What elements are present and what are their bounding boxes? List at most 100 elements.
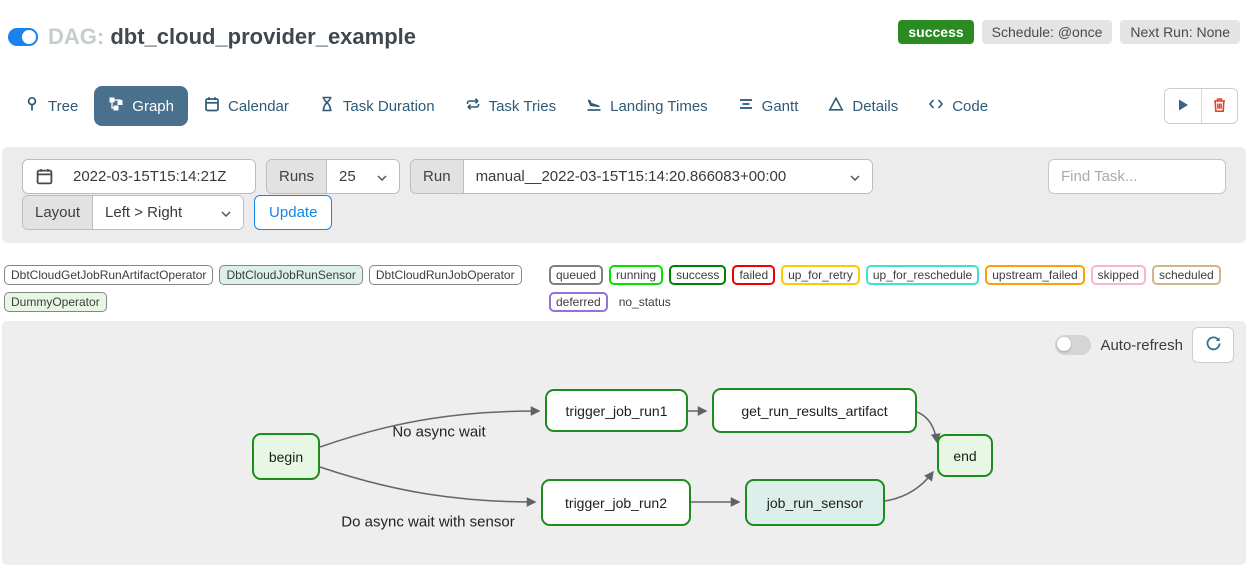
- status-legend-badge: up_for_retry: [781, 265, 860, 285]
- edge-get_run_results_artifact-to-end: [916, 411, 941, 444]
- chevron-down-icon: [377, 168, 387, 185]
- dag-run-group: Run manual__2022-03-15T15:14:20.866083+0…: [410, 159, 873, 194]
- status-legend-badge: queued: [549, 265, 604, 285]
- num-runs-value: 25: [339, 168, 356, 185]
- task-node-trigger_job_run1[interactable]: trigger_job_run1: [545, 389, 688, 432]
- repeat-icon: [465, 96, 481, 116]
- dag-run-select[interactable]: manual__2022-03-15T15:14:20.866083+00:00: [463, 160, 872, 193]
- tab-label: Landing Times: [610, 97, 708, 115]
- tab-label: Task Tries: [488, 97, 557, 115]
- status-legend-badge: running: [609, 265, 664, 285]
- graph-edges: [319, 406, 941, 507]
- code-icon: [928, 96, 944, 116]
- dag-actions: [1164, 88, 1238, 124]
- calendar-icon: [204, 96, 220, 116]
- graph-icon: [108, 96, 124, 116]
- run-label: Run: [411, 160, 464, 193]
- auto-refresh-controls: Auto-refresh: [1055, 327, 1234, 363]
- status-legend-badge: up_for_reschedule: [865, 265, 980, 285]
- calendar-picker-icon[interactable]: [23, 160, 63, 193]
- auto-refresh-label: Auto-refresh: [1100, 336, 1183, 354]
- tab-gantt[interactable]: Gantt: [724, 86, 813, 126]
- toggle-knob: [22, 30, 36, 44]
- task-node-trigger_job_run2[interactable]: trigger_job_run2: [541, 479, 691, 526]
- tab-landing-times[interactable]: Landing Times: [572, 86, 722, 126]
- status-legend-badge: upstream_failed: [985, 265, 1085, 285]
- filter-panel: Runs 25 Run manual__2022-03-15T15:14:20.…: [2, 147, 1246, 243]
- num-runs-select[interactable]: 25: [327, 160, 400, 193]
- chevron-down-icon: [221, 204, 231, 221]
- status-legend-badge: success: [669, 265, 727, 285]
- tab-label: Calendar: [228, 97, 289, 115]
- schedule-badge: Schedule: @once: [981, 20, 1113, 44]
- edge-label: No async wait: [392, 423, 486, 441]
- dag-status-badge[interactable]: success: [898, 20, 974, 44]
- layout-value: Left > Right: [105, 204, 183, 221]
- tab-tree[interactable]: Tree: [10, 86, 92, 126]
- triangle-icon: [828, 96, 844, 116]
- task-node-job_run_sensor[interactable]: job_run_sensor: [745, 479, 885, 526]
- tree-icon: [24, 96, 40, 116]
- tab-task-duration[interactable]: Task Duration: [305, 86, 449, 126]
- dag-header: DAG: dbt_cloud_provider_example success …: [0, 0, 1248, 58]
- tab-label: Details: [852, 97, 899, 115]
- operator-legend-badge: DummyOperator: [4, 292, 107, 312]
- tab-code[interactable]: Code: [914, 86, 1002, 126]
- next-run-badge: Next Run: None: [1120, 20, 1240, 44]
- dag-name: dbt_cloud_provider_example: [110, 24, 416, 49]
- edge-begin-to-trigger_job_run1: [319, 406, 541, 448]
- gantt-icon: [738, 96, 754, 116]
- tab-calendar[interactable]: Calendar: [190, 86, 303, 126]
- auto-refresh-toggle[interactable]: [1055, 335, 1092, 355]
- tab-details[interactable]: Details: [814, 86, 912, 126]
- status-legend-badge: scheduled: [1152, 265, 1221, 285]
- tab-task-tries[interactable]: Task Tries: [451, 86, 571, 126]
- num-runs-group: Runs 25: [266, 159, 401, 194]
- tab-label: Tree: [48, 97, 79, 115]
- toggle-knob: [1057, 337, 1072, 351]
- status-legend-badge: skipped: [1090, 265, 1146, 285]
- base-date-group: [22, 159, 256, 194]
- dag-prefix-label: DAG:: [48, 24, 105, 49]
- refresh-button[interactable]: [1192, 327, 1234, 363]
- tab-label: Code: [952, 97, 989, 115]
- dag-pause-toggle[interactable]: [8, 28, 38, 46]
- operator-legend-badge: DbtCloudJobRunSensor: [219, 265, 363, 285]
- edge-label: Do async wait with sensor: [341, 513, 515, 531]
- layout-label: Layout: [23, 196, 94, 229]
- tab-label: Task Duration: [342, 97, 435, 115]
- task-node-begin[interactable]: begin: [252, 433, 320, 480]
- update-button[interactable]: Update: [254, 195, 333, 230]
- layout-select[interactable]: Left > Right: [93, 196, 244, 229]
- status-legend-badge: no_status: [618, 295, 671, 309]
- status-legend-badge: failed: [732, 265, 776, 285]
- operator-legend-badge: DbtCloudGetJobRunArtifactOperator: [4, 265, 214, 285]
- tab-graph[interactable]: Graph: [94, 86, 188, 126]
- view-tabs: Tree Graph Calendar Task Duration Task T…: [0, 86, 1248, 126]
- task-node-end[interactable]: end: [937, 434, 993, 477]
- find-task-input[interactable]: [1048, 159, 1226, 194]
- base-date-input[interactable]: [63, 160, 255, 193]
- play-icon: [1176, 98, 1190, 115]
- status-legend-badge: deferred: [549, 292, 608, 312]
- plane-landing-icon: [586, 96, 602, 116]
- trash-icon: [1212, 97, 1227, 116]
- edge-begin-to-trigger_job_run2: [319, 466, 537, 507]
- trigger-dag-button[interactable]: [1165, 89, 1201, 123]
- tab-label: Gantt: [761, 97, 799, 115]
- edge-job_run_sensor-to-end: [884, 470, 934, 502]
- operator-legend-badge: DbtCloudRunJobOperator: [368, 265, 522, 285]
- tab-label: Graph: [132, 97, 174, 115]
- delete-dag-button[interactable]: [1201, 89, 1237, 123]
- page-title: DAG: dbt_cloud_provider_example: [48, 24, 416, 50]
- layout-group: Layout Left > Right: [22, 195, 245, 230]
- task-node-get_run_results_artifact[interactable]: get_run_results_artifact: [712, 388, 917, 433]
- graph-panel: begin trigger_job_run1 get_run_results_art…: [2, 321, 1246, 565]
- chevron-down-icon: [850, 168, 860, 185]
- dag-run-value: manual__2022-03-15T15:14:20.866083+00:00: [475, 168, 787, 185]
- runs-label: Runs: [267, 160, 328, 193]
